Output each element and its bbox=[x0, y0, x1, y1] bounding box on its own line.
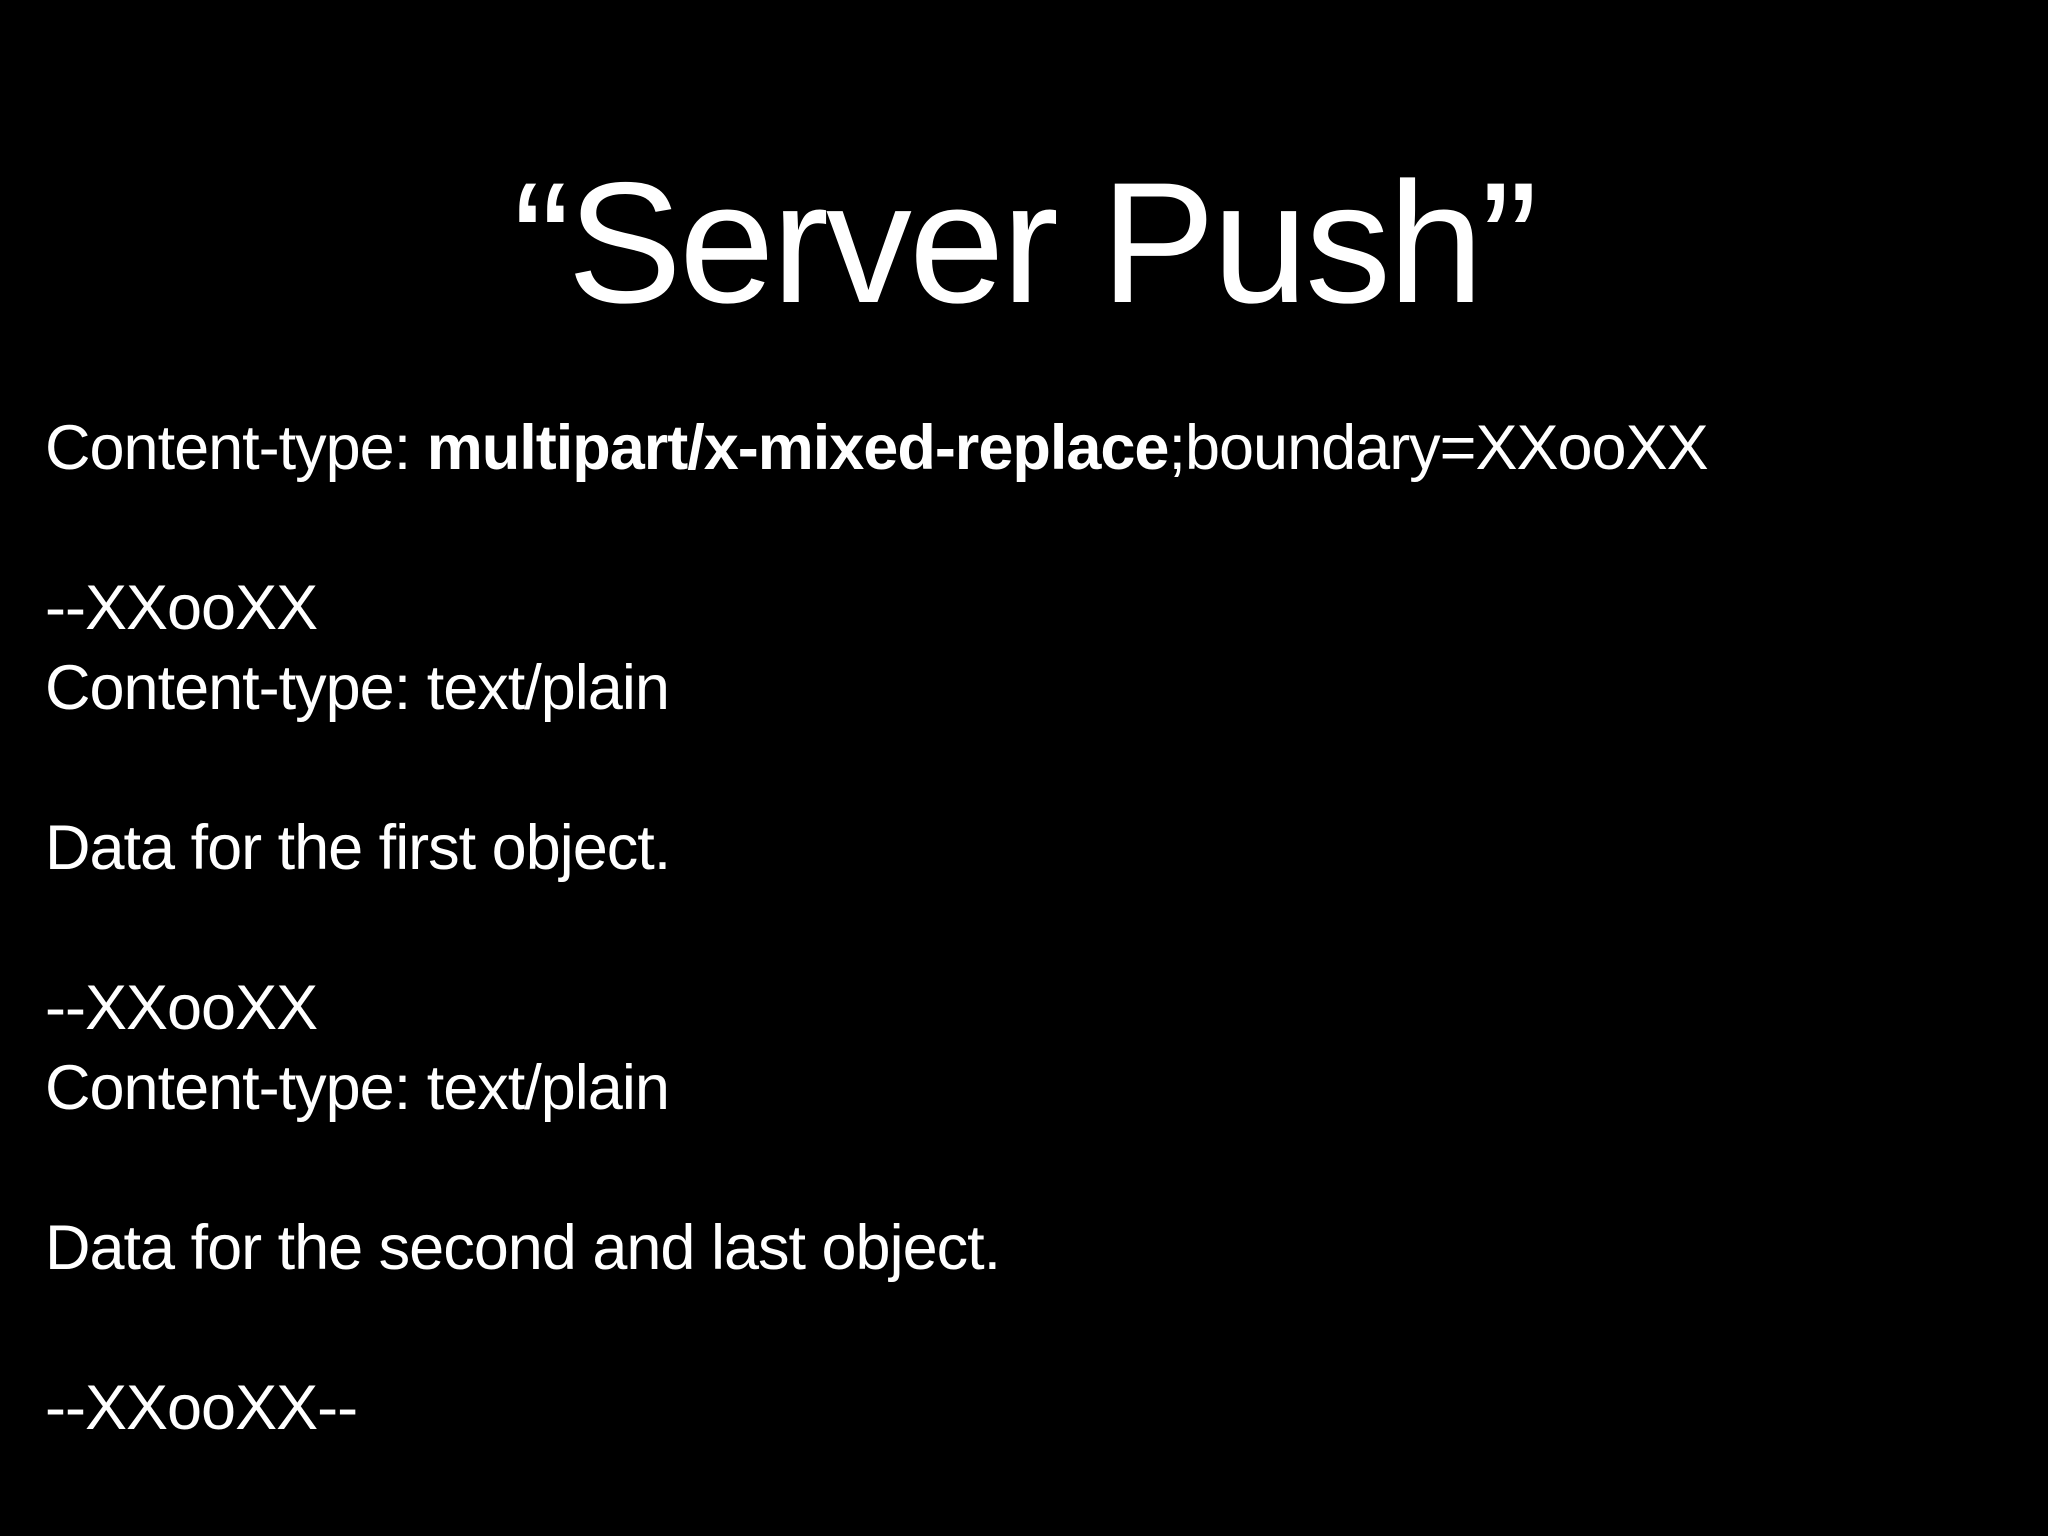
header-boundary-param: ;boundary=XXooXX bbox=[1168, 413, 1708, 483]
blank-line bbox=[45, 488, 2028, 568]
slide-body: Content-type: multipart/x-mixed-replace;… bbox=[45, 408, 2028, 1448]
header-label: Content-type: bbox=[45, 413, 427, 483]
part1-content-type-line: Content-type: text/plain bbox=[45, 653, 670, 723]
http-content-type-header-line: Content-type: multipart/x-mixed-replace;… bbox=[45, 408, 2028, 488]
slide-title: “Server Push” bbox=[513, 147, 1538, 339]
blank-line bbox=[45, 728, 2028, 808]
blank-line bbox=[45, 888, 2028, 968]
header-mime-type: multipart/x-mixed-replace bbox=[426, 413, 1170, 483]
part1-data-line: Data for the first object. bbox=[45, 813, 671, 883]
part2-content-type-line: Content-type: text/plain bbox=[45, 1053, 670, 1123]
part2-boundary-line: --XXooXX bbox=[45, 973, 318, 1043]
part1-boundary-line: --XXooXX bbox=[45, 573, 318, 643]
blank-line bbox=[45, 1288, 2028, 1368]
part2-data-line: Data for the second and last object. bbox=[45, 1213, 1001, 1283]
blank-line bbox=[45, 1128, 2028, 1208]
closing-boundary-line: --XXooXX-- bbox=[45, 1373, 358, 1443]
